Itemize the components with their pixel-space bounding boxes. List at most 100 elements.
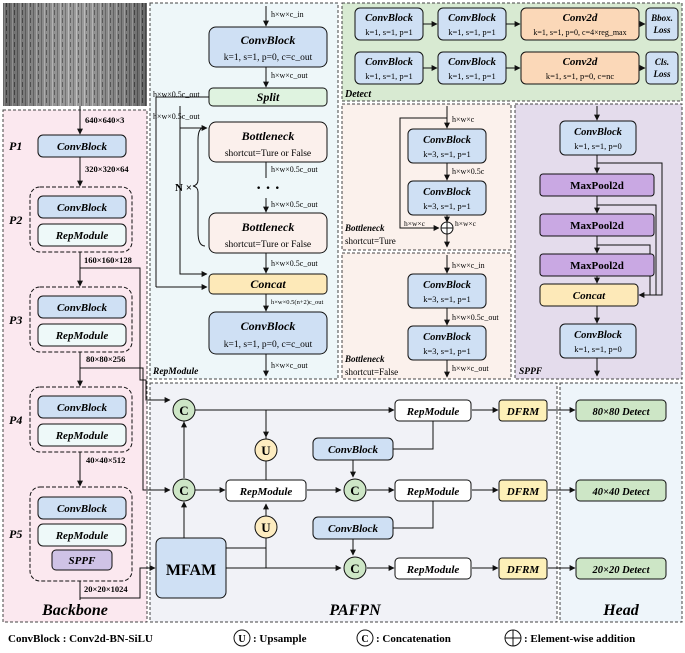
svg-text:Conv2d: Conv2d <box>563 56 598 68</box>
detect-title: Detect <box>344 89 372 100</box>
svg-text:h×w×0.5c_out: h×w×0.5c_out <box>452 313 499 322</box>
rm-convblock-top <box>208 26 328 68</box>
svg-text:MaxPool2d: MaxPool2d <box>570 180 624 192</box>
concat-icon <box>356 629 374 647</box>
svg-text:ConvBlock: ConvBlock <box>57 202 108 214</box>
svg-text:U: U <box>261 443 271 458</box>
svg-text:Loss: Loss <box>652 25 671 35</box>
svg-text:ConvBlock: ConvBlock <box>365 13 414 24</box>
concat-icon <box>343 478 367 502</box>
sppf-title: SPPF <box>519 367 543 377</box>
rm-concat <box>208 273 328 295</box>
svg-text:k=3, s=1, p=1: k=3, s=1, p=1 <box>423 294 470 304</box>
dim-80: 80×80×256 <box>86 354 125 364</box>
stage-p5: P5 <box>9 527 22 541</box>
bottleneck-false-detail: h×w×c_in ConvBlock k=3, s=1, p=1 h×w×0.5… <box>344 255 499 378</box>
svg-text:Split: Split <box>257 90 280 104</box>
svg-text:k=1, s=1, p=1: k=1, s=1, p=1 <box>448 71 495 81</box>
svg-text:ConvBlock: ConvBlock <box>241 33 296 47</box>
svg-text:MaxPool2d: MaxPool2d <box>570 220 624 232</box>
backbone: 640×640×3 P1 ConvBlock 320×320×64 P2 Con… <box>9 106 133 619</box>
svg-text:k=3, s=1, p=1: k=3, s=1, p=1 <box>423 346 470 356</box>
svg-text:DFRM: DFRM <box>506 486 541 498</box>
svg-text:C: C <box>179 483 188 498</box>
backbone-connectors <box>80 267 171 599</box>
svg-text:k=1, s=1, p=0, c=c_out: k=1, s=1, p=0, c=c_out <box>224 53 313 63</box>
svg-text:k=3, s=1, p=1: k=3, s=1, p=1 <box>423 201 470 211</box>
svg-text:Bbox.: Bbox. <box>650 13 673 23</box>
svg-text:RepModule: RepModule <box>55 230 109 242</box>
dim-160: 160×160×128 <box>84 255 132 265</box>
svg-text:RepModule: RepModule <box>239 486 293 498</box>
svg-text:ConvBlock : Conv2d-BN-SiLU: ConvBlock : Conv2d-BN-SiLU <box>8 633 153 645</box>
rm-convblock-bottom <box>208 311 328 355</box>
svg-text:Concat: Concat <box>573 290 606 302</box>
rm-bottleneck-1 <box>208 121 328 163</box>
svg-text:DFRM: DFRM <box>506 406 541 418</box>
concat-icon <box>343 556 367 580</box>
svg-text:h×w×c_out: h×w×c_out <box>271 361 308 370</box>
p1-convblock <box>37 134 127 158</box>
repmodule-detail: h×w×c_in ConvBlock k=1, s=1, p=0, c=c_ou… <box>152 6 328 377</box>
pafpn: MFAM C U C U C C RepModule RepModule Rep… <box>155 398 576 619</box>
dim-20: 20×20×1024 <box>84 584 128 594</box>
svg-text:k=1, s=1, p=1: k=1, s=1, p=1 <box>365 71 412 81</box>
svg-text:ConvBlock: ConvBlock <box>328 523 379 535</box>
p5-group <box>29 486 133 582</box>
svg-text:h×w×c_in: h×w×c_in <box>271 10 304 19</box>
svg-text:h×w×c: h×w×c <box>404 219 426 228</box>
svg-text:C: C <box>179 403 188 418</box>
concat-icon <box>172 398 196 422</box>
svg-text:ConvBlock: ConvBlock <box>574 127 623 138</box>
svg-text:ConvBlock: ConvBlock <box>574 330 623 341</box>
backbone-title: Backbone <box>41 602 108 619</box>
svg-text:shortcut=Ture or False: shortcut=Ture or False <box>225 149 311 159</box>
svg-text:: Upsample: : Upsample <box>253 633 307 645</box>
svg-text:U: U <box>261 520 271 535</box>
svg-text:DFRM: DFRM <box>506 564 541 576</box>
svg-text:h×w×c_out: h×w×c_out <box>452 364 489 373</box>
svg-text:ConvBlock: ConvBlock <box>448 13 497 24</box>
svg-text:k=3, s=1, p=1: k=3, s=1, p=1 <box>423 149 470 159</box>
head-panel <box>559 382 683 623</box>
svg-text:RepModule: RepModule <box>406 406 460 418</box>
detect-detail: ConvBlock k=1, s=1, p=1 ConvBlock k=1, s… <box>344 7 679 100</box>
head-title: Head <box>602 602 640 619</box>
concat-icon <box>172 478 196 502</box>
svg-text:h×w×c: h×w×c <box>452 115 475 124</box>
stage-p1: P1 <box>9 139 22 153</box>
rm-bottleneck-n <box>208 212 328 254</box>
svg-text:20×20 Detect: 20×20 Detect <box>591 565 650 576</box>
svg-text:ConvBlock: ConvBlock <box>57 503 108 515</box>
svg-text:Bottleneck: Bottleneck <box>241 129 295 143</box>
svg-text:k=1, s=1, p=0, c=4×reg_max: k=1, s=1, p=0, c=4×reg_max <box>533 28 626 37</box>
svg-text:· · ·: · · · <box>256 180 280 197</box>
svg-text:h×w×0.5(n+2)c_out: h×w×0.5(n+2)c_out <box>271 299 324 306</box>
svg-text:C: C <box>361 634 368 645</box>
svg-text:RepModule: RepModule <box>55 430 109 442</box>
svg-text:shortcut=False: shortcut=False <box>345 367 398 377</box>
p5-sppf <box>51 549 113 571</box>
stage-p3: P3 <box>9 313 22 327</box>
svg-text:MFAM: MFAM <box>166 562 216 579</box>
rm-n-label: N × <box>175 182 192 194</box>
svg-text:C: C <box>350 561 359 576</box>
svg-text:k=1, s=1, p=0: k=1, s=1, p=0 <box>574 344 621 354</box>
svg-text:C: C <box>350 483 359 498</box>
svg-text:ConvBlock: ConvBlock <box>57 141 108 153</box>
dim-320: 320×320×64 <box>85 164 129 174</box>
svg-text:k=1, s=1, p=0: k=1, s=1, p=0 <box>574 141 621 151</box>
svg-text:SPPF: SPPF <box>69 555 97 567</box>
cls-loss-box <box>645 51 679 85</box>
svg-text:: Concatenation: : Concatenation <box>376 633 451 645</box>
svg-text:Concat: Concat <box>250 277 286 291</box>
svg-text:: Element-wise addition: : Element-wise addition <box>524 633 635 645</box>
dim-640: 640×640×3 <box>85 115 124 125</box>
svg-text:ConvBlock: ConvBlock <box>57 302 108 314</box>
svg-text:ConvBlock: ConvBlock <box>365 57 414 68</box>
bottleneck-true-title: Bottleneck <box>344 223 385 233</box>
svg-text:ConvBlock: ConvBlock <box>423 187 472 198</box>
svg-text:h×w×0.5c_out: h×w×0.5c_out <box>271 165 318 174</box>
svg-text:ConvBlock: ConvBlock <box>423 135 472 146</box>
